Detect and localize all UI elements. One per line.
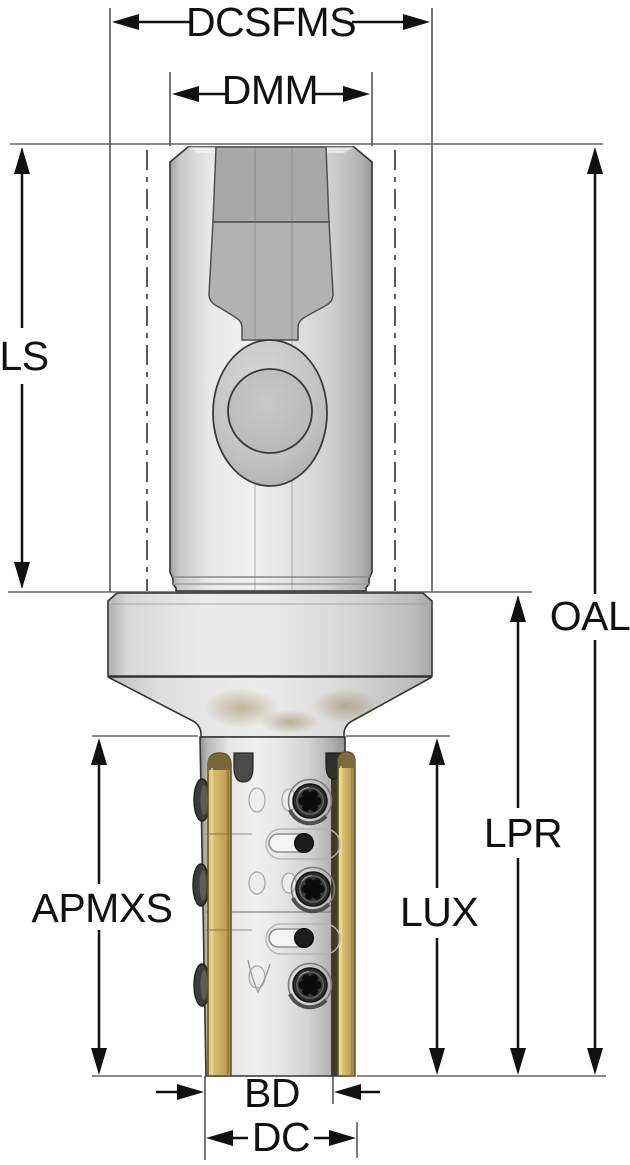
dim-oal bbox=[587, 147, 603, 1075]
label-dc: DC bbox=[251, 1114, 311, 1160]
dim-dmm bbox=[172, 86, 370, 102]
label-dcsfms: DCSFMS bbox=[185, 0, 357, 45]
coolant-stain bbox=[204, 688, 280, 728]
label-oal: OAL bbox=[549, 593, 630, 639]
flange bbox=[107, 592, 433, 677]
guide-pad-left bbox=[207, 752, 232, 1077]
dim-bd bbox=[156, 1084, 380, 1100]
insert-left-2 bbox=[192, 863, 210, 907]
centerlines bbox=[146, 150, 396, 591]
dimension-lines bbox=[14, 14, 603, 1146]
coolant-stain bbox=[311, 689, 379, 723]
label-bd: BD bbox=[244, 1070, 300, 1116]
label-dmm: DMM bbox=[221, 67, 319, 113]
torx-screw-1 bbox=[286, 777, 334, 826]
tool-illustration bbox=[107, 146, 433, 1077]
label-lux: LUX bbox=[400, 889, 479, 935]
extension-lines bbox=[8, 8, 606, 1160]
dim-ls bbox=[14, 147, 30, 589]
dim-dcsfms bbox=[112, 14, 430, 30]
cross-hole-boss bbox=[212, 339, 328, 487]
dim-apmxs bbox=[91, 738, 107, 1075]
guide-pad-right bbox=[325, 751, 356, 1077]
pad-seat-cap bbox=[233, 752, 254, 783]
torx-screw-2 bbox=[289, 865, 337, 914]
label-ls: LS bbox=[0, 333, 49, 379]
coolant-stain bbox=[260, 710, 320, 734]
weldon-flat bbox=[208, 146, 334, 590]
cone-transition bbox=[107, 676, 433, 738]
label-lpr: LPR bbox=[483, 810, 563, 856]
dim-lux bbox=[429, 738, 445, 1075]
dim-lpr bbox=[510, 595, 526, 1075]
label-apmxs: APMXS bbox=[31, 885, 173, 931]
dim-dc bbox=[206, 1130, 356, 1146]
flute-reflections bbox=[247, 787, 297, 994]
torx-screw-3 bbox=[286, 961, 334, 1010]
